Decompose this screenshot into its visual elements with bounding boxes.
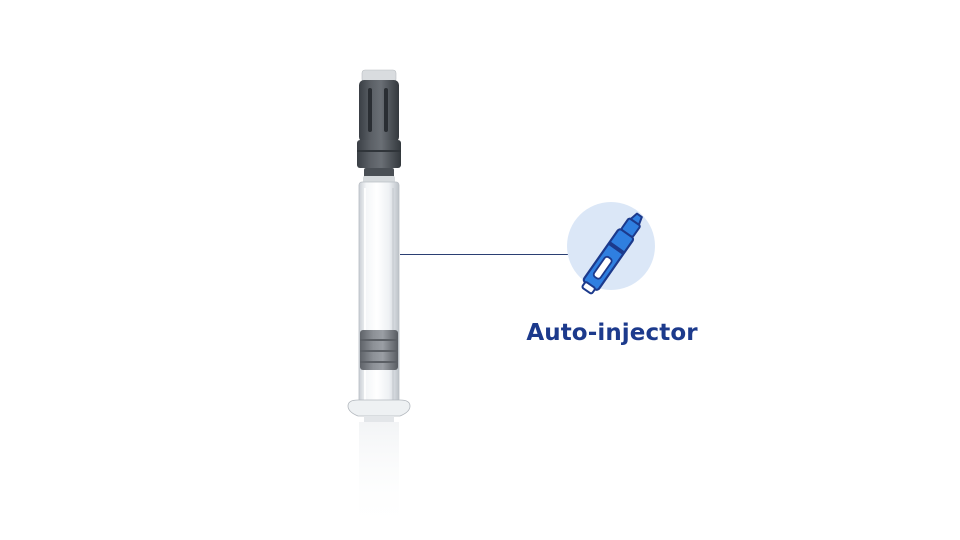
auto-injector-label: Auto-injector <box>526 320 698 346</box>
callout-connector-line <box>400 254 568 255</box>
auto-injector-pen-icon <box>567 202 655 295</box>
prefilled-syringe-image <box>347 69 411 532</box>
